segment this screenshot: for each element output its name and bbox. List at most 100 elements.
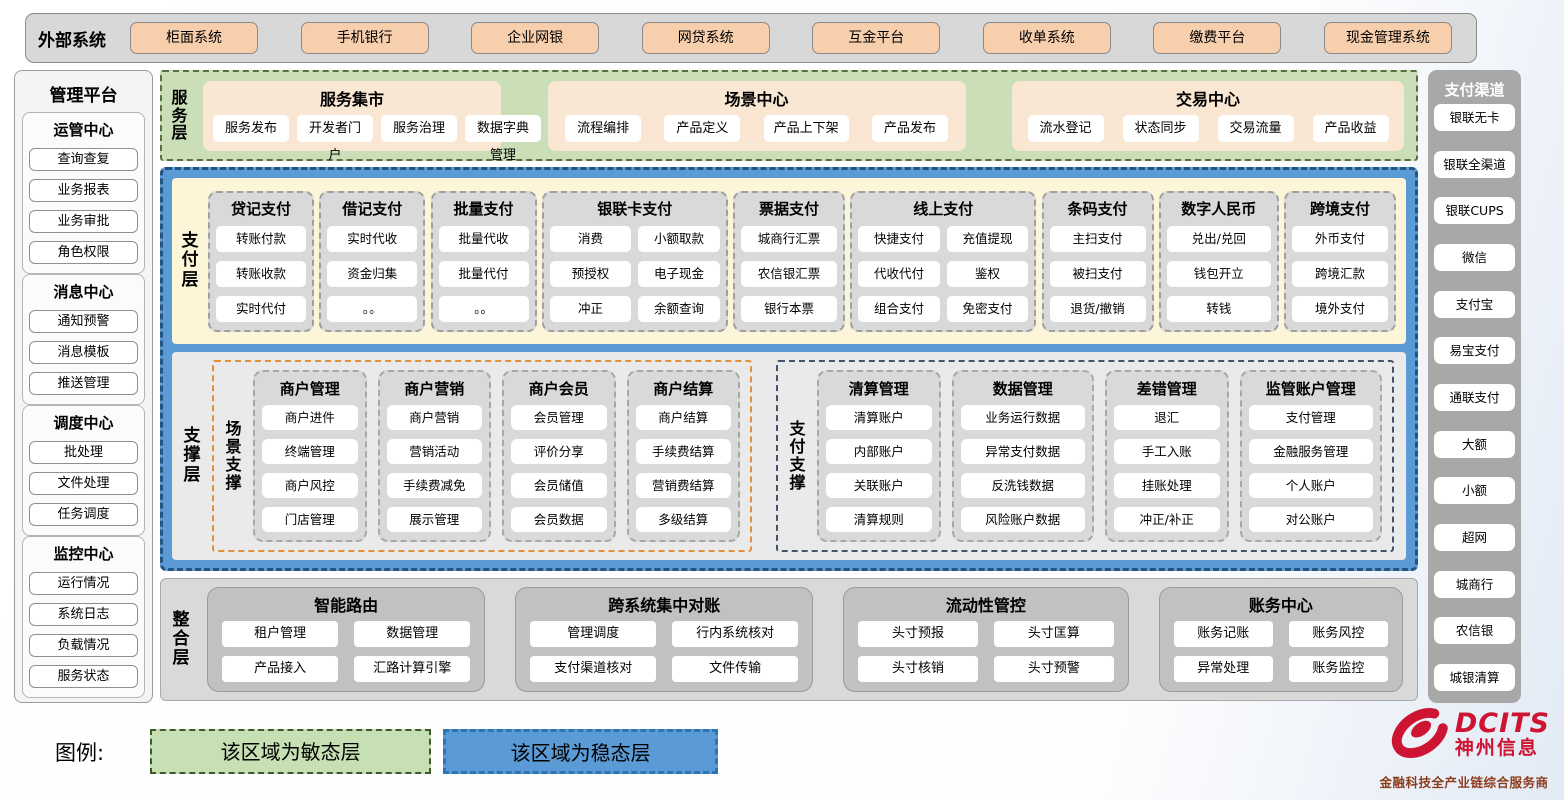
management-item-button: 通知预警 <box>29 310 138 333</box>
support-item-button: 异常支付数据 <box>960 439 1085 464</box>
payment-column-title: 数字人民币 <box>1181 199 1257 218</box>
payment-item-button: 消费 <box>549 225 632 252</box>
support-item-button: 会员管理 <box>511 405 607 430</box>
service-item-button: 产品收益 <box>1312 114 1389 142</box>
management-group-scheduling: 调度中心 批处理文件处理任务调度 <box>22 405 145 536</box>
support-item-button: 商户结算 <box>635 405 731 430</box>
payment-item-button: 被扫支付 <box>1049 260 1146 287</box>
management-item-button: 业务审批 <box>29 210 138 233</box>
support-column-title: 数据管理 <box>992 380 1053 398</box>
management-group-message: 消息中心 通知预警消息模板推送管理 <box>22 274 145 405</box>
legend-label: 图例: <box>55 740 105 765</box>
service-item-button: 服务发布 <box>213 114 289 142</box>
integration-item-button: 头寸核销 <box>858 656 978 682</box>
support-item-button: 对公账户 <box>1248 507 1373 532</box>
service-item-button: 产品发布 <box>871 114 948 142</box>
payment-channel-button: 微信 <box>1434 243 1515 271</box>
payment-item-button: 电子现金 <box>638 260 720 287</box>
support-column-regulatory-account: 监管账户管理 支付管理金融服务管理个人账户对公账户 <box>1239 370 1382 542</box>
payment-column-debit: 借记支付 实时代收资金归集。。 <box>319 190 426 332</box>
service-panel-title: 交易中心 <box>1175 89 1240 109</box>
service-item-button: 数据字典管理 <box>465 114 541 163</box>
management-group-operations: 运管中心 查询查复业务报表业务审批角色权限 <box>22 112 145 274</box>
scene-support-columns: 商户管理 商户进件终端管理商户风控门店管理 商户营销 商户营销营销活动手续费减免… <box>253 370 740 542</box>
payment-column-title: 跨境支付 <box>1309 199 1370 218</box>
support-item-button: 反洗钱数据 <box>960 473 1085 498</box>
payment-item-button: 免密支付 <box>946 295 1029 322</box>
dcits-swirl-icon <box>1389 702 1451 768</box>
management-item-button: 角色权限 <box>29 241 138 264</box>
service-item-button: 服务治理 <box>381 114 457 142</box>
service-item-button: 产品上下架 <box>763 114 849 142</box>
payment-item-button: 银行本票 <box>741 295 837 322</box>
support-group-payment: 支付支撑 清算管理 清算账户内部账户关联账户清算规则 数据管理 业务运行数据异常… <box>776 360 1394 552</box>
payment-item-button: 实时代收 <box>327 225 418 252</box>
management-item-button: 文件处理 <box>29 472 138 495</box>
integration-item-button: 账务风控 <box>1288 621 1388 647</box>
main-area: 服务层 服务集市 服务发布开发者门户服务治理数据字典管理 场景中心 流程编排产品… <box>160 70 1418 703</box>
service-item-button: 状态同步 <box>1122 114 1199 142</box>
integration-item-button: 文件传输 <box>672 656 799 682</box>
support-item-button: 终端管理 <box>262 439 358 464</box>
management-item-button: 运行情况 <box>29 572 138 595</box>
support-item-button: 手续费减免 <box>386 473 482 498</box>
support-column-clearing: 清算管理 清算账户内部账户关联账户清算规则 <box>817 370 941 542</box>
integration-item-button: 管理调度 <box>530 621 657 647</box>
service-panel-title: 服务集市 <box>319 89 384 109</box>
payment-item-button: 农信银汇票 <box>741 260 837 287</box>
service-layer: 服务层 服务集市 服务发布开发者门户服务治理数据字典管理 场景中心 流程编排产品… <box>160 70 1418 163</box>
payment-item-button: 。。 <box>438 295 529 322</box>
payment-column-online: 线上支付 快捷支付充值提现代收代付鉴权组合支付免密支付 <box>850 190 1037 332</box>
support-column-merchant-marketing: 商户营销 商户营销营销活动手续费减免展示管理 <box>377 370 491 542</box>
management-group-title: 调度中心 <box>53 414 114 432</box>
payment-channel-button: 小额 <box>1434 477 1515 505</box>
payment-column-digital-rmb: 数字人民币 兑出/兑回钱包开立转钱 <box>1158 190 1279 332</box>
payment-channel-button: 支付宝 <box>1434 290 1515 318</box>
payment-item-button: 转账收款 <box>216 260 306 287</box>
support-item-button: 退汇 <box>1114 405 1220 430</box>
payment-channel-button: 大额 <box>1434 430 1515 458</box>
payment-channel-button: 农信银 <box>1434 617 1515 645</box>
integration-item-button: 账务监控 <box>1288 656 1388 682</box>
service-panels: 服务集市 服务发布开发者门户服务治理数据字典管理 场景中心 流程编排产品定义产品… <box>203 80 1404 163</box>
payment-column-title: 条码支付 <box>1067 199 1128 218</box>
external-systems-list: 柜面系统手机银行企业网银网贷系统互金平台收单系统缴费平台现金管理系统 <box>130 22 1452 54</box>
support-column-title: 差错管理 <box>1136 380 1197 398</box>
service-item-button: 流水登记 <box>1027 114 1104 142</box>
payment-column-title: 银联卡支付 <box>597 199 673 218</box>
support-layer: 支撑层 场景支撑 商户管理 商户进件终端管理商户风控门店管理 商户营销 商户营销… <box>172 352 1406 560</box>
payment-channel-button: 银联全渠道 <box>1434 150 1515 178</box>
integration-panels: 智能路由 租户管理数据管理产品接入汇路计算引擎 跨系统集中对账 管理调度行内系统… <box>207 587 1403 692</box>
service-item-button: 流程编排 <box>565 114 642 142</box>
management-item-button: 系统日志 <box>29 603 138 626</box>
payment-channel-button: 银联CUPS <box>1434 197 1515 225</box>
support-group-label: 支付支撑 <box>789 419 806 492</box>
payment-item-button: 余额查询 <box>638 295 720 322</box>
management-group-title: 消息中心 <box>53 283 114 301</box>
management-groups: 运管中心 查询查复业务报表业务审批角色权限 消息中心 通知预警消息模板推送管理 … <box>22 112 145 698</box>
integration-panel-title: 智能路由 <box>314 596 379 615</box>
service-item-button: 交易流量 <box>1217 114 1294 142</box>
management-item-button: 服务状态 <box>29 665 138 688</box>
support-column-merchant-settlement: 商户结算 商户结算手续费结算营销费结算多级结算 <box>626 370 740 542</box>
payment-column-title: 线上支付 <box>913 199 974 218</box>
integration-panel-accounting: 账务中心 账务记账账务风控异常处理账务监控 <box>1158 587 1403 692</box>
support-item-button: 展示管理 <box>386 507 482 532</box>
external-system-button: 现金管理系统 <box>1323 22 1452 54</box>
management-item-button: 推送管理 <box>29 372 138 395</box>
payment-item-button: 预授权 <box>549 260 632 287</box>
integration-panel-title: 流动性管控 <box>945 596 1026 615</box>
service-panel-title: 场景中心 <box>724 89 789 109</box>
payment-item-button: 小额取款 <box>638 225 720 252</box>
payment-column-credit: 贷记支付 转账付款转账收款实时代付 <box>208 190 314 332</box>
external-system-button: 缴费平台 <box>1153 22 1282 54</box>
support-item-button: 风险账户数据 <box>960 507 1085 532</box>
integration-panel-liquidity: 流动性管控 头寸预报头寸匡算头寸核销头寸预警 <box>843 587 1129 692</box>
management-group-monitoring: 监控中心 运行情况系统日志负载情况服务状态 <box>22 536 145 698</box>
support-column-merchant-member: 商户会员 会员管理评价分享会员储值会员数据 <box>502 370 616 542</box>
management-item-button: 业务报表 <box>29 179 138 202</box>
payment-column-title: 贷记支付 <box>230 199 291 218</box>
integration-item-button: 数据管理 <box>354 621 471 647</box>
